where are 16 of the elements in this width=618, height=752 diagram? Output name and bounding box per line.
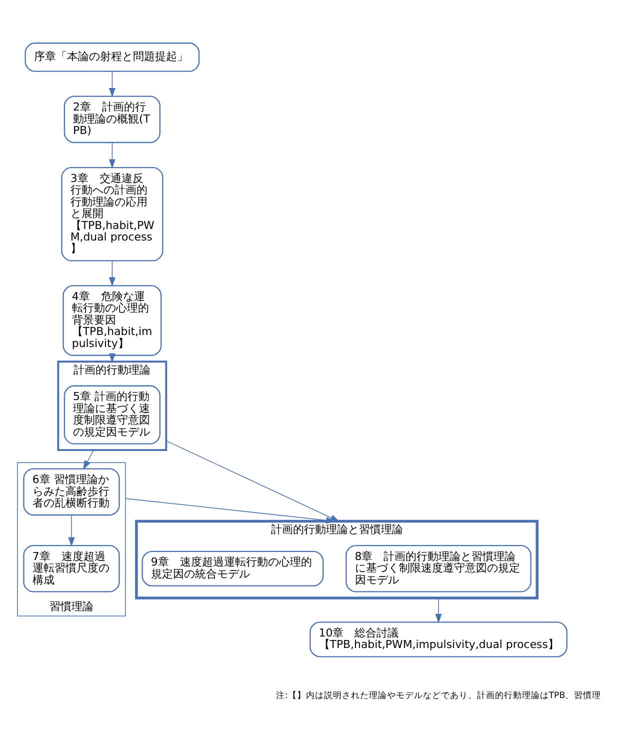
label: 注:【】内は説明された理論やモデルなどであり、計画的行動理論はTPB、習慣理 bbox=[276, 690, 602, 700]
node-box: 5章 計画的行動理論に基づく速度制限遵守意図の規定因モデル bbox=[64, 384, 161, 444]
node-box: 10章 総合討議 【TPB,habit,PWM,impulsivity,dual process】 bbox=[310, 621, 568, 657]
node-box: 2章 計画的行動理論の概観(TPB) bbox=[64, 95, 161, 143]
node-box: 9章 速度超過運転行動の心理的規定因の統合モデル bbox=[142, 550, 324, 586]
arrow bbox=[82, 449, 94, 470]
node-box: 3章 交通違反行動への計画的行動理論の応用と展開 【TPB,habit,PWM,dual process】 bbox=[61, 166, 164, 261]
arrow bbox=[108, 70, 116, 97]
arrow bbox=[68, 514, 75, 546]
node-box: 8章 計画的行動理論と習慣理論に基づく制限速度遵守意図の規定因モデル bbox=[346, 544, 532, 592]
node-box: 序章「本論の射程と問題提起」 bbox=[24, 42, 200, 72]
arrow bbox=[108, 260, 116, 286]
node-box: 7章 速度超過運転習慣尺度の構成 bbox=[23, 544, 120, 592]
node-box: 6章 習慣理論からみた高齢歩行者の乱横断行動 bbox=[23, 468, 120, 516]
arrow bbox=[108, 142, 116, 168]
arrow bbox=[435, 597, 442, 623]
